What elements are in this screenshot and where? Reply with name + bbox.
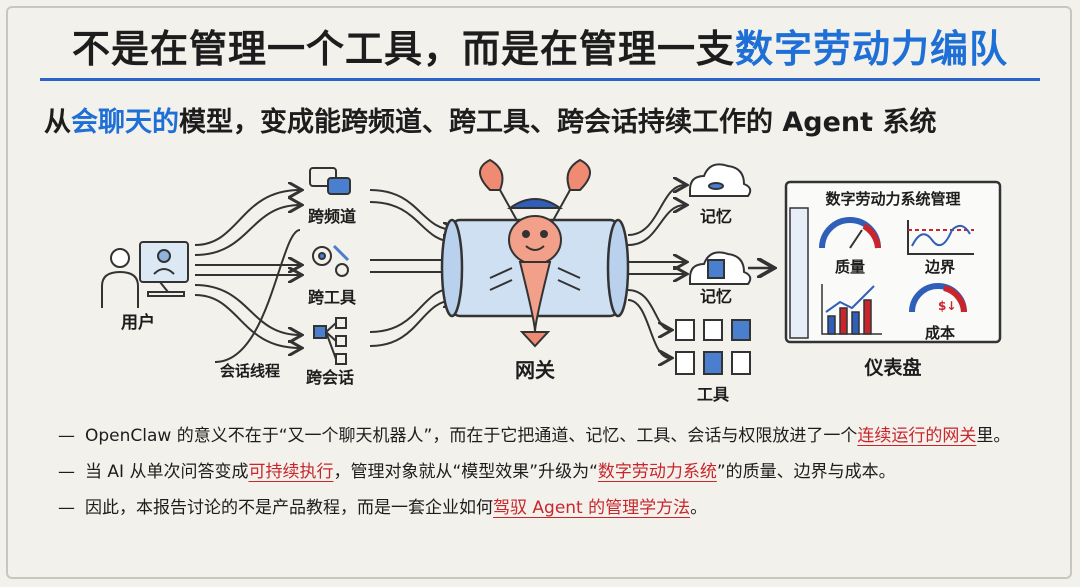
thread-label: 会话线程	[220, 362, 280, 380]
bullet-highlight: 驾驭 Agent 的管理学方法	[493, 498, 690, 518]
flow-lines-left	[195, 190, 300, 362]
bullet-highlight: 数字劳动力系统	[598, 462, 717, 482]
tool-icons	[676, 320, 750, 374]
bullet-item: — 当 AI 从单次问答变成可持续执行，管理对象就从“模型效果”升级为“数字劳动力…	[58, 457, 1058, 487]
subtitle-post: 模型，变成能跨频道、跨工具、跨会话持续工作的 Agent 系统	[179, 107, 936, 138]
memory2-label: 记忆	[700, 287, 732, 306]
network-icon	[314, 318, 346, 364]
user-icon	[102, 242, 188, 308]
bullet-item: — OpenClaw 的意义不在于“又一个聊天机器人”，而在于它把通道、记忆、工具…	[58, 421, 1058, 451]
subtitle-pre: 从	[44, 107, 71, 138]
architecture-diagram: 用户 跨频道 跨工具 跨会话 会话线程	[0, 150, 1080, 418]
bullet-text: ”的质量、边界与成本。	[717, 462, 896, 482]
bullet-item: — 因此，本报告讨论的不是产品教程，而是一套企业如何驾驭 Agent 的管理学方法…	[58, 493, 1058, 523]
bullet-highlight: 连续运行的网关	[857, 426, 976, 446]
bullet-dash: —	[58, 498, 75, 518]
bullet-text: 因此，本报告讨论的不是产品教程，而是一套企业如何	[85, 498, 493, 518]
boundary-label: 边界	[924, 258, 955, 276]
bullet-dash: —	[58, 426, 75, 446]
quality-label: 质量	[835, 258, 865, 276]
subtitle: 从会聊天的模型，变成能跨频道、跨工具、跨会话持续工作的 Agent 系统	[44, 100, 936, 139]
cloud-database-icon	[690, 164, 750, 196]
page-title: 不是在管理一个工具，而是在管理一支数字劳动力编队	[0, 18, 1080, 73]
chat-icon	[310, 168, 350, 194]
bullet-text: 当 AI 从单次问答变成	[85, 462, 248, 482]
subtitle-highlight: 会聊天的	[71, 107, 179, 138]
bullet-text: 。	[690, 498, 707, 518]
bullet-text: 里。	[976, 426, 1010, 446]
gateway-label: 网关	[515, 358, 555, 382]
bullet-text: ，管理对象就从“模型效果”升级为“	[333, 462, 597, 482]
tools-label: 工具	[697, 385, 729, 404]
memory1-label: 记忆	[700, 207, 732, 226]
gear-icon	[313, 246, 348, 276]
session-label: 跨会话	[306, 368, 354, 387]
svg-text:$↓: $↓	[938, 299, 956, 313]
title-underline	[40, 78, 1040, 81]
cost-label: 成本	[925, 324, 955, 342]
title-text: 不是在管理一个工具，而是在管理一支	[72, 27, 735, 71]
channel-label: 跨频道	[308, 207, 356, 226]
database-icon	[690, 252, 750, 284]
dashboard-label: 仪表盘	[863, 356, 921, 379]
title-highlight: 数字劳动力编队	[735, 27, 1008, 71]
dashboard-title: 数字劳动力系统管理	[825, 190, 960, 208]
user-label: 用户	[121, 312, 155, 333]
bullet-dash: —	[58, 462, 75, 482]
bullet-highlight: 可持续执行	[248, 462, 333, 482]
bullet-list: — OpenClaw 的意义不在于“又一个聊天机器人”，而在于它把通道、记忆、工具…	[58, 421, 1058, 529]
tool-label: 跨工具	[308, 288, 356, 307]
bullet-text: OpenClaw 的意义不在于“又一个聊天机器人”，而在于它把通道、记忆、工具、…	[85, 426, 857, 446]
